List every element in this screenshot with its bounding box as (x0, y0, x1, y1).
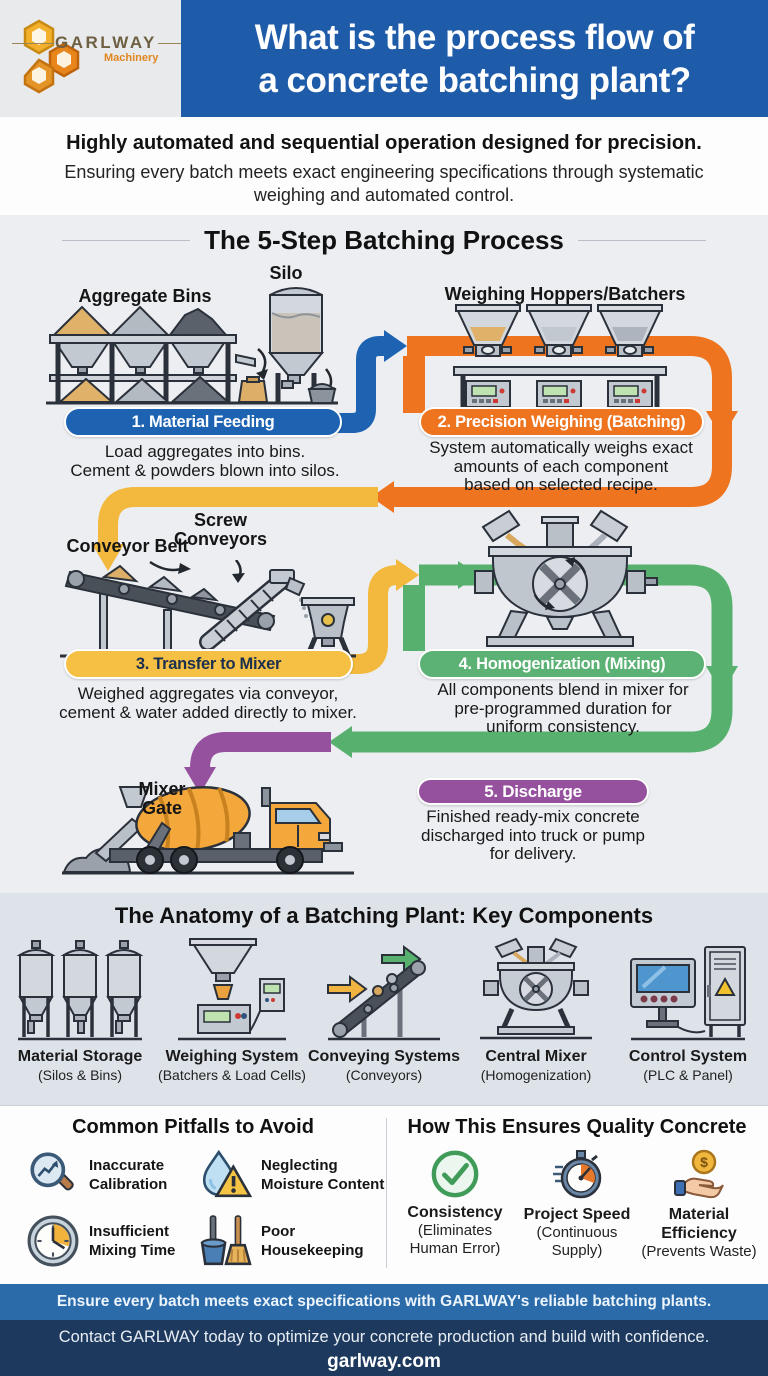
pitfall-label: Neglecting Moisture Content (261, 1157, 385, 1193)
svg-text:$: $ (700, 1154, 708, 1170)
column-divider (386, 1118, 387, 1268)
footer-banner: Ensure every batch meets exact specifica… (0, 1284, 768, 1320)
intro-section: Highly automated and sequential operatio… (0, 117, 768, 215)
label-aggregate-bins: Aggregate Bins (78, 286, 212, 306)
quality-project-speed: Project Speed (Continuous Supply) (518, 1149, 636, 1261)
central-mixer-illustration (474, 509, 658, 647)
process-flow-arrows (92, 330, 738, 794)
quality-consistency: Consistency (Eliminates Human Error) (396, 1149, 514, 1261)
component-weighing-system: Weighing System (Batchers & Load Cells) (156, 937, 308, 1083)
component-sub: (Batchers & Load Cells) (158, 1067, 306, 1083)
component-control-system: Control System (PLC & Panel) (612, 937, 764, 1083)
water-drop-warning-icon (202, 1149, 252, 1198)
pitfall-label: Inaccurate Calibration (89, 1157, 168, 1193)
quality-name: Project Speed (523, 1206, 631, 1223)
control-panel-icon (630, 946, 746, 1041)
step-4-pill: 4. Homogenization (Mixing) (418, 649, 706, 679)
step-1-pill: 1. Material Feeding (64, 407, 342, 437)
quality-items-row: Consistency (Eliminates Human Error) (386, 1149, 768, 1261)
step-3-description: Weighed aggregates via conveyor, cement … (59, 684, 357, 722)
logo-rule-right (158, 43, 181, 44)
anatomy-section: The Anatomy of a Batching Plant: Key Com… (0, 893, 768, 1105)
pitfall-poor-housekeeping: Poor Housekeeping (198, 1214, 364, 1268)
footer-contact-text: Contact GARLWAY today to optimize your c… (58, 1328, 710, 1346)
title-rule-left (62, 240, 191, 241)
bottom-section: Common Pitfalls to Avoid Inaccurate Cali… (0, 1105, 768, 1284)
process-title-row: The 5-Step Batching Process (0, 225, 768, 256)
component-central-mixer: Central Mixer (Homogenization) (460, 937, 612, 1083)
intro-heading: Highly automated and sequential operatio… (66, 132, 702, 154)
footer-contact-band: Contact GARLWAY today to optimize your c… (0, 1320, 768, 1376)
silos-icon (16, 940, 144, 1041)
step-4-description: All components blend in mixer for pre-pr… (437, 680, 689, 736)
aggregate-bins-silo-illustration (46, 287, 338, 405)
label-conveyor-belt: Conveyor Belt (66, 536, 189, 556)
quality-name: Material Efficiency (661, 1206, 737, 1242)
pitfalls-title: Common Pitfalls to Avoid (72, 1116, 314, 1138)
mixer-icon (480, 937, 593, 1040)
quality-name: Consistency (407, 1204, 503, 1221)
component-name: Control System (628, 1048, 748, 1065)
clock-timer-icon (27, 1215, 79, 1267)
intro-body: Ensuring every batch meets exact enginee… (64, 162, 704, 205)
header: GARLWAY Machinery What is the process fl… (0, 0, 768, 117)
process-section: The 5-Step Batching Process (0, 215, 768, 893)
conveyor-screw-illustration (60, 560, 356, 658)
magnifier-chart-icon (30, 1152, 74, 1191)
quality-material-efficiency: $ Material Efficiency (Prevents Waste) (640, 1149, 758, 1261)
brand-logo: GARLWAY Machinery (0, 0, 181, 117)
label-silo: Silo (269, 263, 303, 283)
brand-hexagons-icon (23, 19, 80, 94)
brand-subtitle: Machinery (104, 52, 159, 64)
component-sub: (Silos & Bins) (37, 1067, 122, 1083)
bucket-broom-icon (200, 1215, 252, 1266)
step-2-description: System automatically weighs exact amount… (429, 438, 693, 494)
label-weighing-hoppers: Weighing Hoppers/Batchers (444, 284, 686, 304)
quality-column: How This Ensures Quality Concrete Consis… (386, 1106, 768, 1284)
hand-coin-icon: $ (674, 1149, 724, 1199)
step-3-pill: 3. Transfer to Mixer (64, 649, 353, 679)
component-sub: (PLC & Panel) (643, 1067, 733, 1083)
weighing-hoppers-illustration (452, 304, 668, 413)
process-title: The 5-Step Batching Process (204, 225, 564, 255)
page-title: What is the process flow of a concrete b… (181, 0, 768, 117)
quality-sub: (Prevents Waste) (641, 1243, 757, 1260)
brand-name: GARLWAY (55, 33, 157, 52)
footer-website: garlway.com (327, 1351, 441, 1372)
pitfall-insufficient-mixing: Insufficient Mixing Time (26, 1214, 175, 1268)
step-5-description: Finished ready-mix concrete discharged i… (421, 807, 645, 863)
conveyor-icon (327, 945, 440, 1041)
pitfall-label: Insufficient Mixing Time (89, 1223, 176, 1259)
pitfall-neglecting-moisture: Neglecting Moisture Content (198, 1148, 384, 1202)
batcher-scale-icon (177, 938, 286, 1041)
step-2-pill: 2. Precision Weighing (Batching) (419, 407, 704, 437)
component-sub: (Homogenization) (480, 1067, 592, 1083)
component-name: Material Storage (17, 1048, 143, 1065)
check-circle-icon (431, 1150, 479, 1198)
pitfall-label: Poor Housekeeping (261, 1223, 364, 1259)
step-1-description: Load aggregates into bins. Cement & powd… (70, 442, 340, 480)
mixer-truck-illustration (62, 786, 354, 875)
anatomy-title: The Anatomy of a Batching Plant: Key Com… (114, 903, 654, 928)
stopwatch-icon (553, 1150, 602, 1199)
component-material-storage: Material Storage (Silos & Bins) (4, 937, 156, 1083)
step-5-pill: 5. Discharge (417, 778, 649, 805)
quality-sub: (Continuous Supply) (536, 1224, 618, 1259)
label-mixer-gate: Mixer Gate (138, 779, 186, 818)
component-sub: (Conveyors) (345, 1067, 423, 1083)
component-conveying-systems: Conveying Systems (Conveyors) (308, 937, 460, 1083)
logo-rule-left (12, 43, 54, 44)
component-name: Central Mixer (485, 1048, 587, 1065)
component-name: Conveying Systems (307, 1048, 461, 1065)
quality-title: How This Ensures Quality Concrete (407, 1116, 747, 1138)
anatomy-components-row: Material Storage (Silos & Bins) (0, 937, 768, 1083)
component-name: Weighing System (165, 1048, 299, 1065)
pitfalls-column: Common Pitfalls to Avoid Inaccurate Cali… (0, 1106, 386, 1284)
quality-sub: (Eliminates Human Error) (409, 1222, 501, 1257)
title-rule-right (577, 240, 706, 241)
label-screw-conveyors: Screw Conveyors (173, 510, 268, 549)
pitfall-inaccurate-calibration: Inaccurate Calibration (26, 1148, 167, 1202)
